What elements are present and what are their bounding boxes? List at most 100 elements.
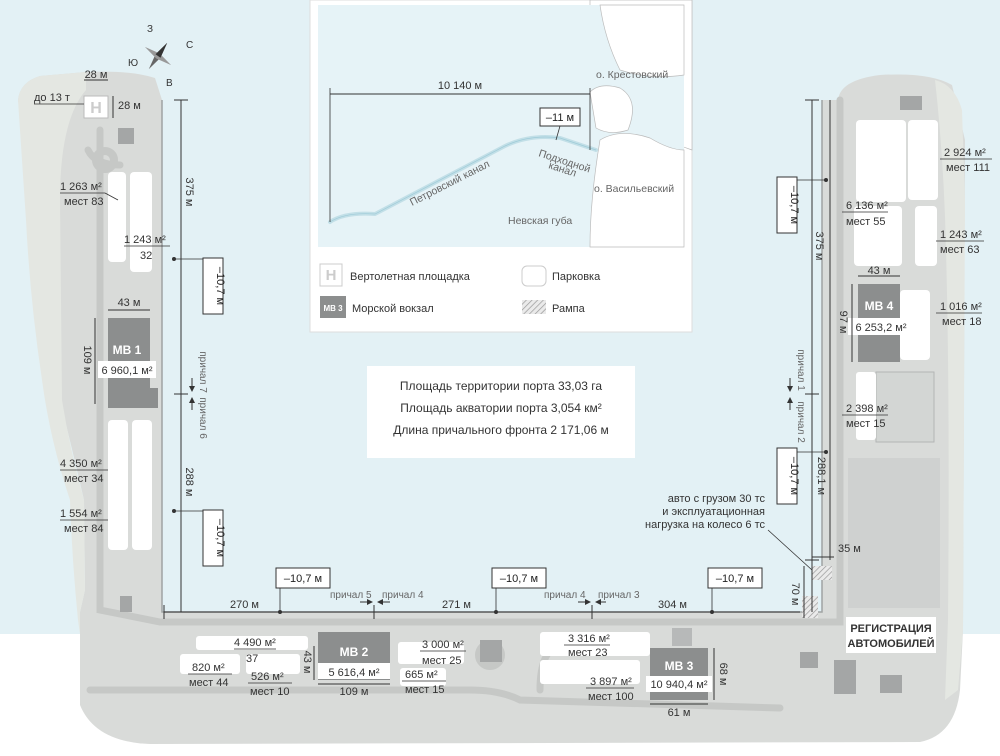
parking-lots — [108, 120, 938, 686]
terminal-mv3-label: МВ 3 — [665, 659, 694, 673]
inset-land-west — [589, 85, 633, 133]
compass-north: С — [186, 40, 193, 51]
stat-territory: Площадь территории порта 33,03 га — [400, 379, 603, 393]
terminal-mv2-area: 5 616,4 м² — [329, 667, 380, 679]
parking-label-area: 820 м² — [192, 662, 225, 674]
west-green-strip — [18, 72, 88, 634]
depth-east-upper: –10,7 м — [788, 186, 800, 224]
berth-2-label: причал 2 — [795, 401, 806, 443]
parking-label-spaces: мест 10 — [250, 686, 290, 698]
parking-label-area: 2 924 м² — [944, 147, 986, 159]
south-quay-dimensions: 270 м 271 м 304 м причал 5 причал 4 прич… — [163, 567, 800, 619]
terminal-mv2-length: 43 м — [301, 651, 313, 674]
terminal-mv4-length: 97 м — [837, 311, 849, 334]
terminal-mv1-area: 6 960,1 м² — [102, 365, 153, 377]
east-terminal-complex — [875, 371, 935, 443]
legend-terminal-symbol: МВ 3 — [323, 304, 343, 313]
parking-label-area: 3 316 м² — [568, 633, 610, 645]
inset-krestovsky-label: о. Крестовский — [596, 69, 668, 81]
parking-label-spaces: мест 25 — [422, 655, 462, 667]
parking-label-spaces: мест 83 — [64, 196, 104, 208]
inset-vasilyevsky-label: о. Васильевский — [594, 183, 674, 195]
parking-label-area: 4 350 м² — [60, 458, 102, 470]
length-right-lower: 288,1 м — [815, 457, 827, 495]
ramp-width: 35 м — [838, 543, 861, 555]
berth-5-label: причал 5 — [330, 590, 372, 601]
terminal-mv3-length: 68 м — [717, 663, 729, 686]
legend-helipad-symbol: H — [326, 267, 337, 284]
parking-label-area: 2 398 м² — [846, 403, 888, 415]
parking-label-spaces: мест 100 — [588, 691, 634, 703]
inset-depth: –11 м — [546, 112, 574, 124]
parking-label-spaces: мест 18 — [942, 316, 982, 328]
length-bottom-right: 304 м — [658, 599, 687, 611]
parking-label-area: 3 897 м² — [590, 676, 632, 688]
terminal-mv2-label: МВ 2 — [340, 645, 369, 659]
inset-vasilyevsky — [589, 133, 685, 248]
west-quay-dimensions: 375 м 288 м –10,7 м –10,7 м причал 7 при… — [172, 99, 226, 612]
berth-3-label: причал 3 — [598, 590, 640, 601]
parking-label-area: 3 000 м² — [422, 639, 464, 651]
stat-berth-front: Длина причального фронта 2 171,06 м — [393, 423, 608, 437]
depth-south-mid: –10,7 м — [500, 573, 538, 585]
ramp-upper — [812, 566, 832, 580]
length-left-upper: 375 м — [183, 178, 195, 207]
parking-label-spaces: 37 — [246, 653, 258, 665]
registration-line2: АВТОМОБИЛЕЙ — [848, 637, 935, 650]
legend-parking-label: Парковка — [552, 271, 601, 283]
parking-label-area: 665 м² — [405, 669, 438, 681]
parking-label-spaces: мест 111 — [946, 162, 990, 174]
compass-west: З — [147, 24, 153, 35]
parking-label-area: 1 243 м² — [124, 234, 166, 246]
berth-1-label: причал 1 — [795, 349, 806, 391]
legend-helipad-label: Вертолетная площадка — [350, 271, 471, 283]
helipad-width: 28 м — [85, 69, 108, 81]
terminal-mv1-width: 43 м — [118, 297, 141, 309]
berth-4-label: причал 4 — [382, 590, 424, 601]
terminal-mv1-annex — [108, 388, 158, 408]
legend-parking-swatch — [521, 265, 547, 287]
berth-7-label: причал 7 — [197, 351, 208, 393]
length-bottom-left: 270 м — [230, 599, 259, 611]
parking-label-spaces: 32 — [140, 250, 152, 262]
depth-west-lower: –10,7 м — [214, 519, 226, 557]
depth-east-lower: –10,7 м — [788, 457, 800, 495]
parking-label-area: 1 016 м² — [940, 301, 982, 313]
parking-label-spaces: мест 63 — [940, 244, 980, 256]
legend-terminal-swatch — [320, 296, 346, 318]
parking-label-spaces: мест 15 — [846, 418, 886, 430]
parking-label-area: 6 136 м² — [846, 200, 888, 212]
legend-helipad-swatch — [319, 263, 343, 287]
parking-label-spaces: мест 44 — [189, 677, 229, 689]
ramp-note-line3: нагрузка на колесо 6 тс — [645, 519, 765, 531]
length-bottom-mid: 271 м — [442, 599, 471, 611]
ramp-length: 70 м — [789, 583, 801, 606]
registration-box — [846, 617, 936, 653]
length-left-lower: 288 м — [183, 468, 195, 497]
depth-south-right: –10,7 м — [716, 573, 754, 585]
parking-label-area: 1 243 м² — [940, 229, 982, 241]
parking-label-spaces: мест 15 — [405, 684, 445, 696]
parking-label-area: 1 554 м² — [60, 508, 102, 520]
terminal-mv4-label: МВ 4 — [865, 299, 894, 313]
east-green-strip — [935, 80, 965, 700]
parking-label-area: 526 м² — [251, 671, 284, 683]
east-industrial-zone — [848, 458, 940, 608]
inset-krestovsky — [599, 4, 685, 78]
compass-east: В — [166, 78, 173, 89]
compass-rose-icon — [144, 42, 172, 70]
legend: H Вертолетная площадка Парковка МВ 3 Мор… — [319, 263, 601, 318]
parking-label-spaces: мест 34 — [64, 473, 104, 485]
legend-ramp-label: Рампа — [552, 303, 586, 315]
depth-west-upper: –10,7 м — [214, 267, 226, 305]
east-quay-dimensions: 375 м 288,1 м –10,7 м –10,7 м причал 1 п… — [767, 99, 861, 618]
parking-labels: 1 263 м² мест 83 1 243 м² 32 4 350 м² ме… — [60, 147, 992, 703]
stat-water-area: Площадь акватории порта 3,054 км² — [400, 401, 601, 415]
terminal-mv3 — [650, 648, 708, 700]
legend-ramp-swatch — [522, 300, 546, 314]
inset-distance: 10 140 м — [438, 80, 482, 92]
terminal-mv4-width: 43 м — [868, 265, 891, 277]
length-right-upper: 375 м — [813, 232, 825, 261]
legend-terminal-label: Морской вокзал — [352, 303, 434, 315]
